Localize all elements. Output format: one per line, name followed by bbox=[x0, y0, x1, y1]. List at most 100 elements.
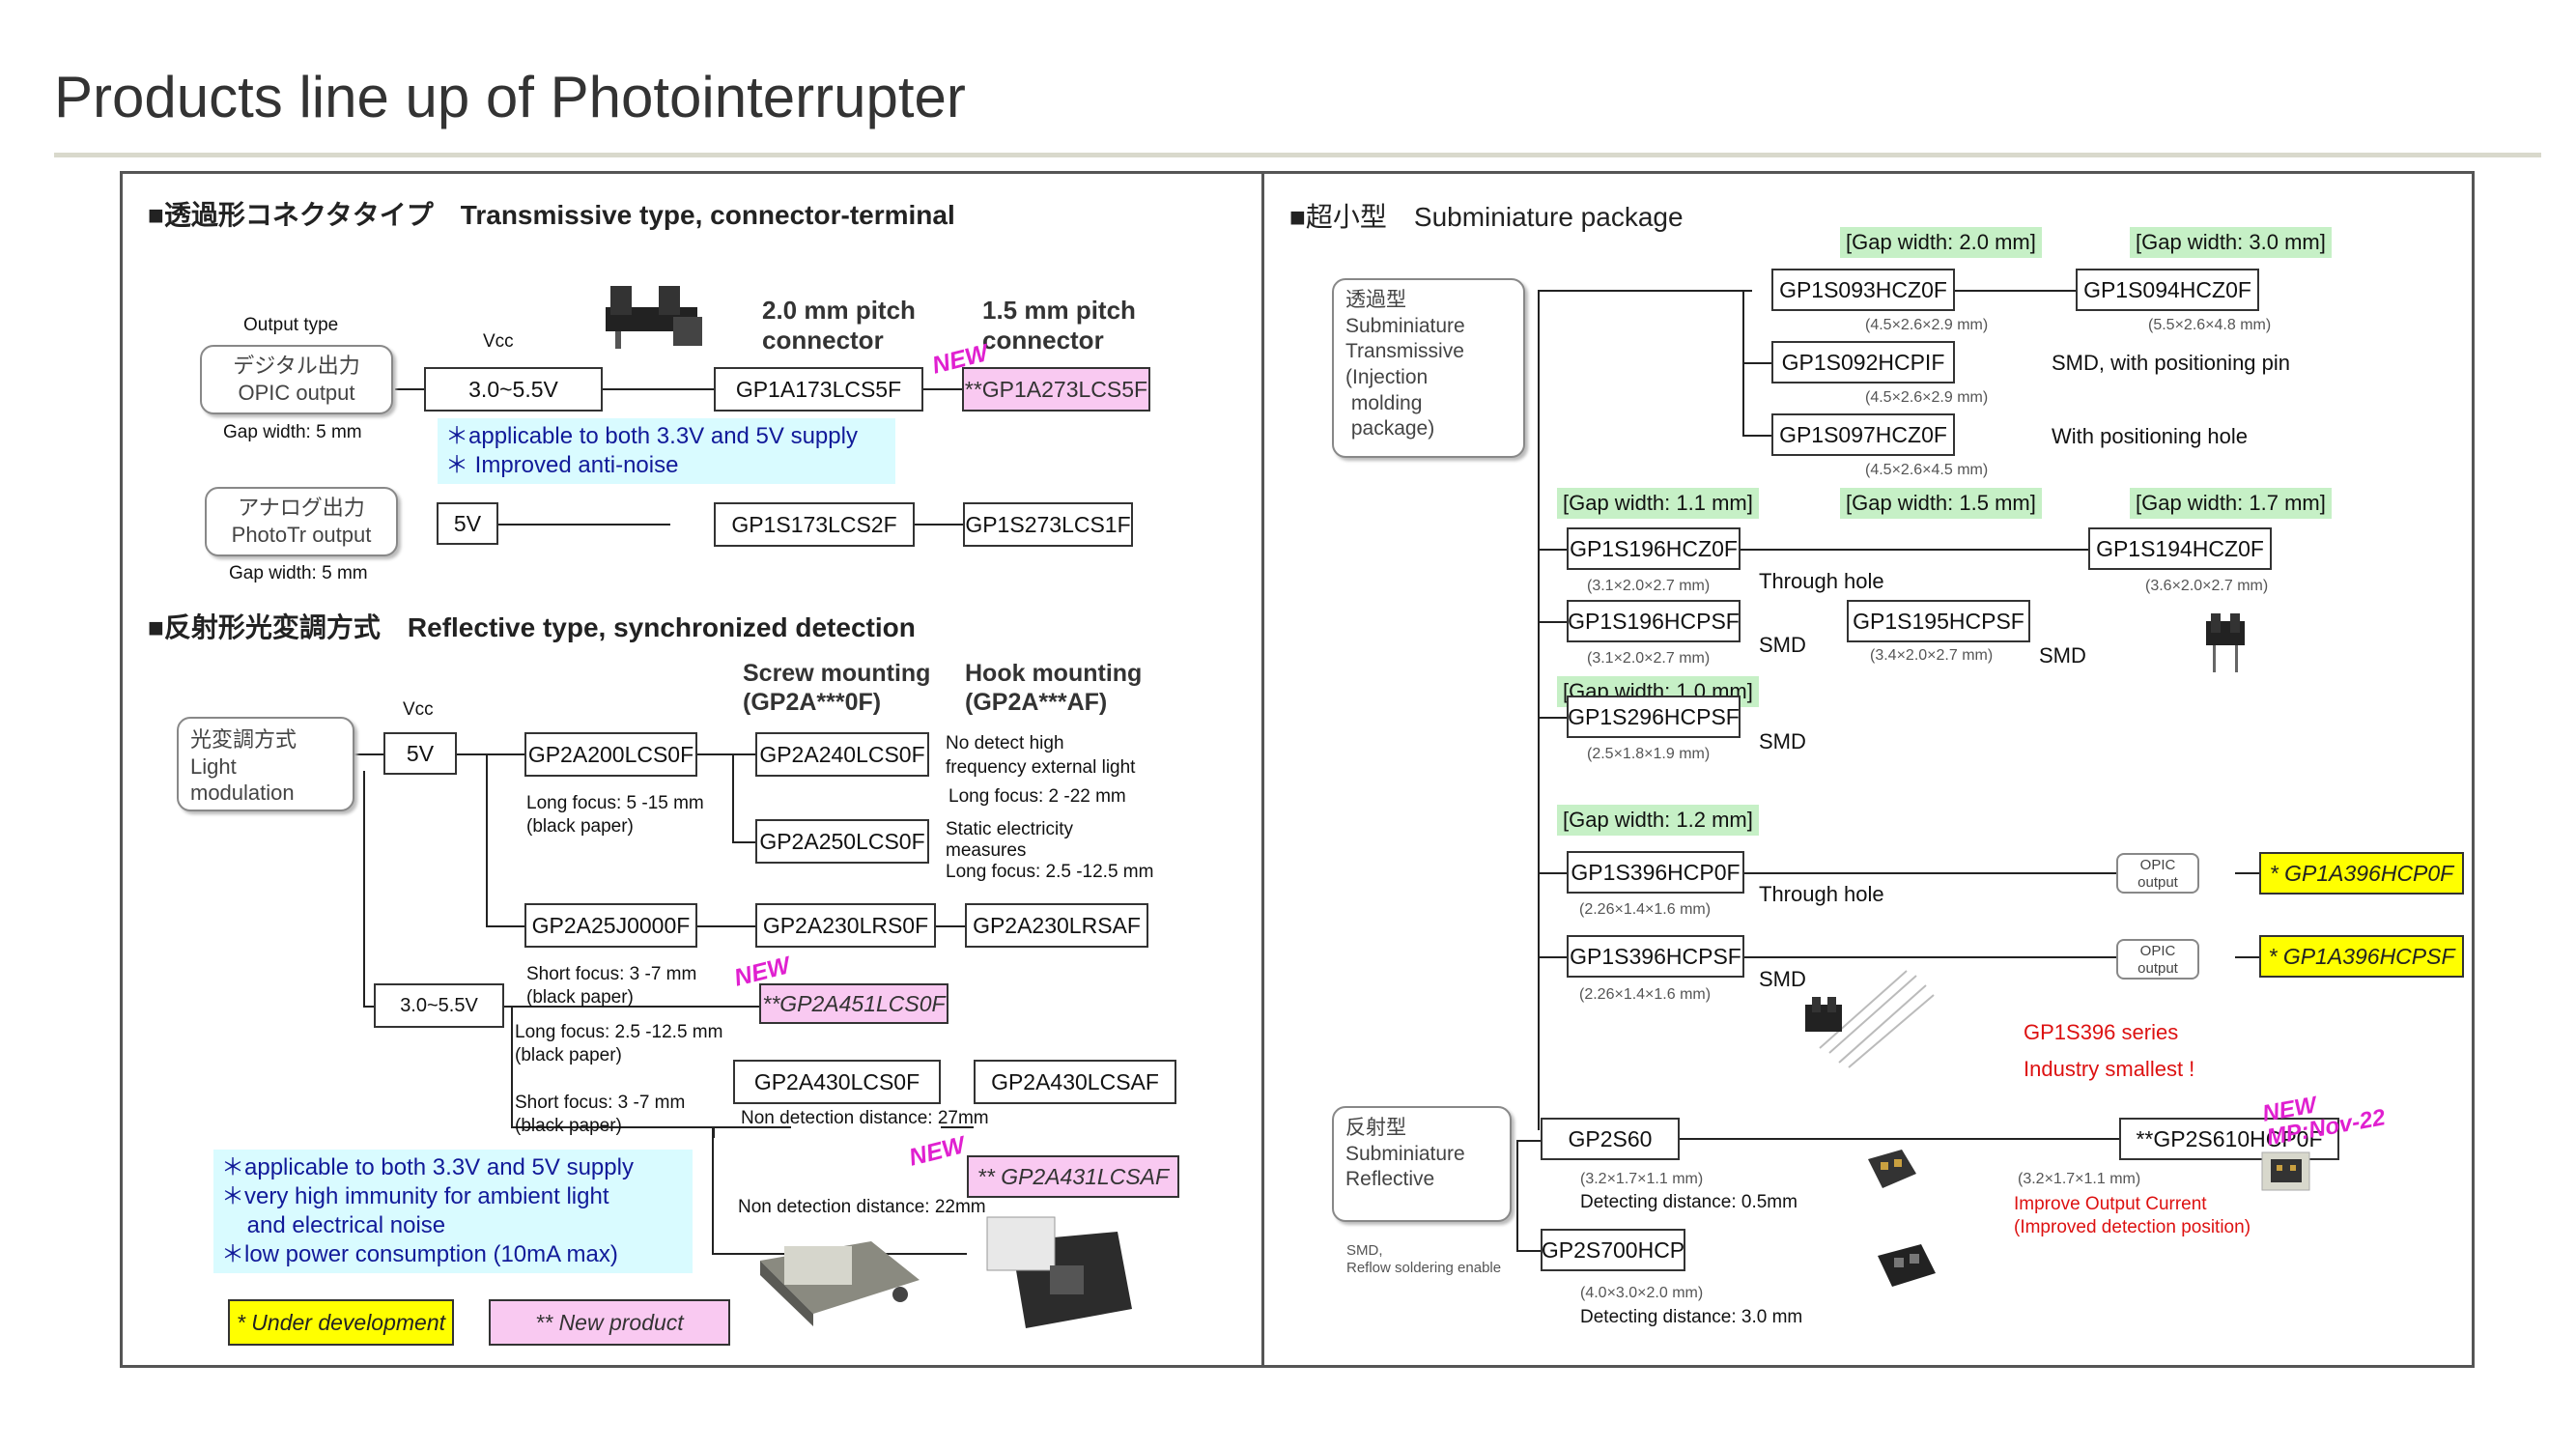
note-25j: Short focus: 3 -7 mm (black paper) bbox=[526, 964, 697, 1008]
product-GP1S093HCZ0F[interactable]: GP1S093HCZ0F bbox=[1771, 269, 1955, 311]
product-GP2A250LCS0F[interactable]: GP2A250LCS0F bbox=[755, 819, 929, 864]
product-GP1S195HCPSF[interactable]: GP1S195HCPSF bbox=[1847, 600, 2030, 642]
transmissive-label-box: 透過型 Subminiature Transmissive (Injection… bbox=[1332, 278, 1525, 458]
connector-line bbox=[511, 1006, 513, 1127]
product-GP2A430LCSAF[interactable]: GP2A430LCSAF bbox=[974, 1060, 1176, 1104]
dim-195: (3.4×2.0×2.7 mm) bbox=[1870, 647, 1994, 664]
connector-line bbox=[511, 1126, 791, 1128]
connector-line bbox=[697, 925, 755, 927]
smallest-label: Industry smallest ! bbox=[2024, 1057, 2195, 1081]
product-GP2A430LCS0F[interactable]: GP2A430LCS0F bbox=[733, 1060, 941, 1104]
gap-3-0-label: [Gap width: 3.0 mm] bbox=[2130, 227, 2332, 258]
connector-line bbox=[395, 388, 424, 390]
product-GP1S094HCZ0F[interactable]: GP1S094HCZ0F bbox=[2076, 269, 2259, 311]
product-GP1S194HCZ0F[interactable]: GP1S194HCZ0F bbox=[2088, 527, 2272, 570]
product-GP2S700HCP[interactable]: GP2S700HCP bbox=[1541, 1229, 1685, 1271]
dim-296: (2.5×1.8×1.9 mm) bbox=[1587, 746, 1711, 762]
product-GP2A240LCS0F[interactable]: GP2A240LCS0F bbox=[755, 732, 929, 777]
connector-line bbox=[363, 771, 365, 1008]
product-GP1S296HCPSF[interactable]: GP1S296HCPSF bbox=[1567, 696, 1741, 738]
note-s60: Detecting distance: 0.5mm bbox=[1580, 1192, 1798, 1212]
connector-line bbox=[1538, 956, 1567, 958]
product-GP1S396HCPSF[interactable]: GP1S396HCPSF bbox=[1567, 935, 1744, 978]
gap-1-1-label: [Gap width: 1.1 mm] bbox=[1557, 488, 1759, 519]
connector-line bbox=[504, 1006, 759, 1008]
product-GP1S273LCS1F[interactable]: GP1S273LCS1F bbox=[963, 502, 1133, 547]
gap-1-2-label: [Gap width: 1.2 mm] bbox=[1557, 805, 1759, 836]
connector-line bbox=[732, 753, 734, 842]
product-GP1S196HCZ0F[interactable]: GP1S196HCZ0F bbox=[1567, 527, 1741, 570]
note-700: Detecting distance: 3.0 mm bbox=[1580, 1307, 1803, 1327]
connector-line bbox=[1516, 1140, 1541, 1142]
product-GP2A230LRSAF[interactable]: GP2A230LRSAF bbox=[965, 903, 1148, 948]
note-610: Improve Output Current (Improved detecti… bbox=[2014, 1194, 2251, 1237]
dim-094: (5.5×2.6×4.8 mm) bbox=[2148, 317, 2272, 333]
connector-line bbox=[936, 925, 965, 927]
opic-output-badge: OPIC output bbox=[2116, 939, 2199, 980]
product-GP1S097HCZ0F[interactable]: GP1S097HCZ0F bbox=[1771, 413, 1955, 456]
note-200: Long focus: 5 -15 mm (black paper) bbox=[526, 793, 704, 837]
reflective-heading: ■反射形光変調方式 Reflective type, synchronized … bbox=[148, 612, 916, 642]
product-GP1A396HCPSF[interactable]: * GP1A396HCPSF bbox=[2259, 935, 2464, 978]
connector-photo-icon bbox=[606, 286, 702, 349]
product-GP1S173LCS2F[interactable]: GP1S173LCS2F bbox=[714, 502, 915, 547]
connector-line bbox=[1741, 549, 2088, 551]
connector-line bbox=[1538, 549, 1567, 551]
product-GP2A230LRS0F[interactable]: GP2A230LRS0F bbox=[755, 903, 936, 948]
connector-line bbox=[712, 1126, 714, 1254]
connector-line bbox=[732, 841, 755, 843]
product-GP1A173LCS5F[interactable]: GP1A173LCS5F bbox=[714, 367, 923, 412]
product-GP1A396HCP0F[interactable]: * GP1A396HCP0F bbox=[2259, 852, 2464, 895]
connector-line bbox=[1680, 1138, 2119, 1140]
note-296: SMD bbox=[1759, 729, 1806, 753]
connector-line bbox=[1538, 290, 1752, 292]
dim-092: (4.5×2.6×2.9 mm) bbox=[1865, 389, 1989, 406]
product-GP2A200LCS0F[interactable]: GP2A200LCS0F bbox=[524, 732, 697, 777]
vcc-label-2: Vcc bbox=[403, 699, 434, 720]
connector-line bbox=[1538, 290, 1540, 1130]
sensor-photo-icon bbox=[2206, 613, 2245, 672]
note-431: Non detection distance: 22mm bbox=[738, 1197, 986, 1217]
product-GP2S60[interactable]: GP2S60 bbox=[1541, 1118, 1680, 1160]
connector-line bbox=[1538, 717, 1567, 719]
phototr-gap-label: Gap width: 5 mm bbox=[229, 563, 368, 583]
product-GP2A451LCS0F[interactable]: **GP2A451LCS0F bbox=[759, 983, 948, 1024]
connector-line bbox=[457, 753, 546, 755]
vcc-label: Vcc bbox=[483, 331, 514, 352]
connector-line bbox=[486, 925, 525, 927]
product-GP1A273LCS5F[interactable]: **GP1A273LCS5F bbox=[962, 367, 1150, 412]
pitch-15-header: 1.5 mm pitch connector bbox=[982, 296, 1136, 355]
dim-396: (2.26×1.4×1.6 mm) bbox=[1579, 901, 1712, 918]
note-195: SMD bbox=[2039, 643, 2086, 668]
connector-line bbox=[496, 524, 670, 526]
connector-line bbox=[1538, 621, 1567, 623]
product-GP1S092HCPIF[interactable]: GP1S092HCPIF bbox=[1771, 341, 1955, 384]
connector-line bbox=[941, 1126, 974, 1128]
dim-097: (4.5×2.6×4.5 mm) bbox=[1865, 462, 1989, 478]
connector-line bbox=[1742, 435, 1771, 437]
dim-700: (4.0×3.0×2.0 mm) bbox=[1580, 1285, 1704, 1301]
legend-new-product: ** New product bbox=[489, 1299, 730, 1346]
opic-output-box: デジタル出力 OPIC output bbox=[200, 345, 393, 414]
connector-line bbox=[1955, 290, 2076, 292]
product-GP1S196HCPSF[interactable]: GP1S196HCPSF bbox=[1567, 600, 1741, 642]
connector-line bbox=[486, 753, 488, 927]
product-GP1S396HCP0F[interactable]: GP1S396HCP0F bbox=[1567, 851, 1744, 894]
opic-output-badge: OPIC output bbox=[2116, 853, 2199, 894]
connector-line bbox=[1538, 872, 1567, 874]
note-196s: SMD bbox=[1759, 633, 1806, 657]
gap-2-0-label: [Gap width: 2.0 mm] bbox=[1840, 227, 2042, 258]
subminiature-heading: ■超小型 Subminiature package bbox=[1289, 202, 1684, 232]
dim-610: (3.2×1.7×1.1 mm) bbox=[2018, 1171, 2141, 1187]
sensor-photo-icon bbox=[1868, 1150, 1916, 1188]
screw-mounting-header: Screw mounting (GP2A***0F) bbox=[743, 660, 931, 716]
opic-gap-label: Gap width: 5 mm bbox=[223, 422, 362, 442]
sensor-photo-icon bbox=[1878, 1244, 1936, 1287]
note-240b: Long focus: 2 -22 mm bbox=[948, 786, 1126, 807]
new-badge: NEW bbox=[906, 1131, 968, 1172]
note-396s: SMD bbox=[1759, 967, 1806, 991]
product-GP2A431LCSAF[interactable]: ** GP2A431LCSAF bbox=[967, 1155, 1179, 1198]
connector-line bbox=[354, 753, 383, 755]
connector-line bbox=[1516, 1250, 1541, 1252]
product-GP2A25J0000F[interactable]: GP2A25J0000F bbox=[524, 903, 697, 948]
